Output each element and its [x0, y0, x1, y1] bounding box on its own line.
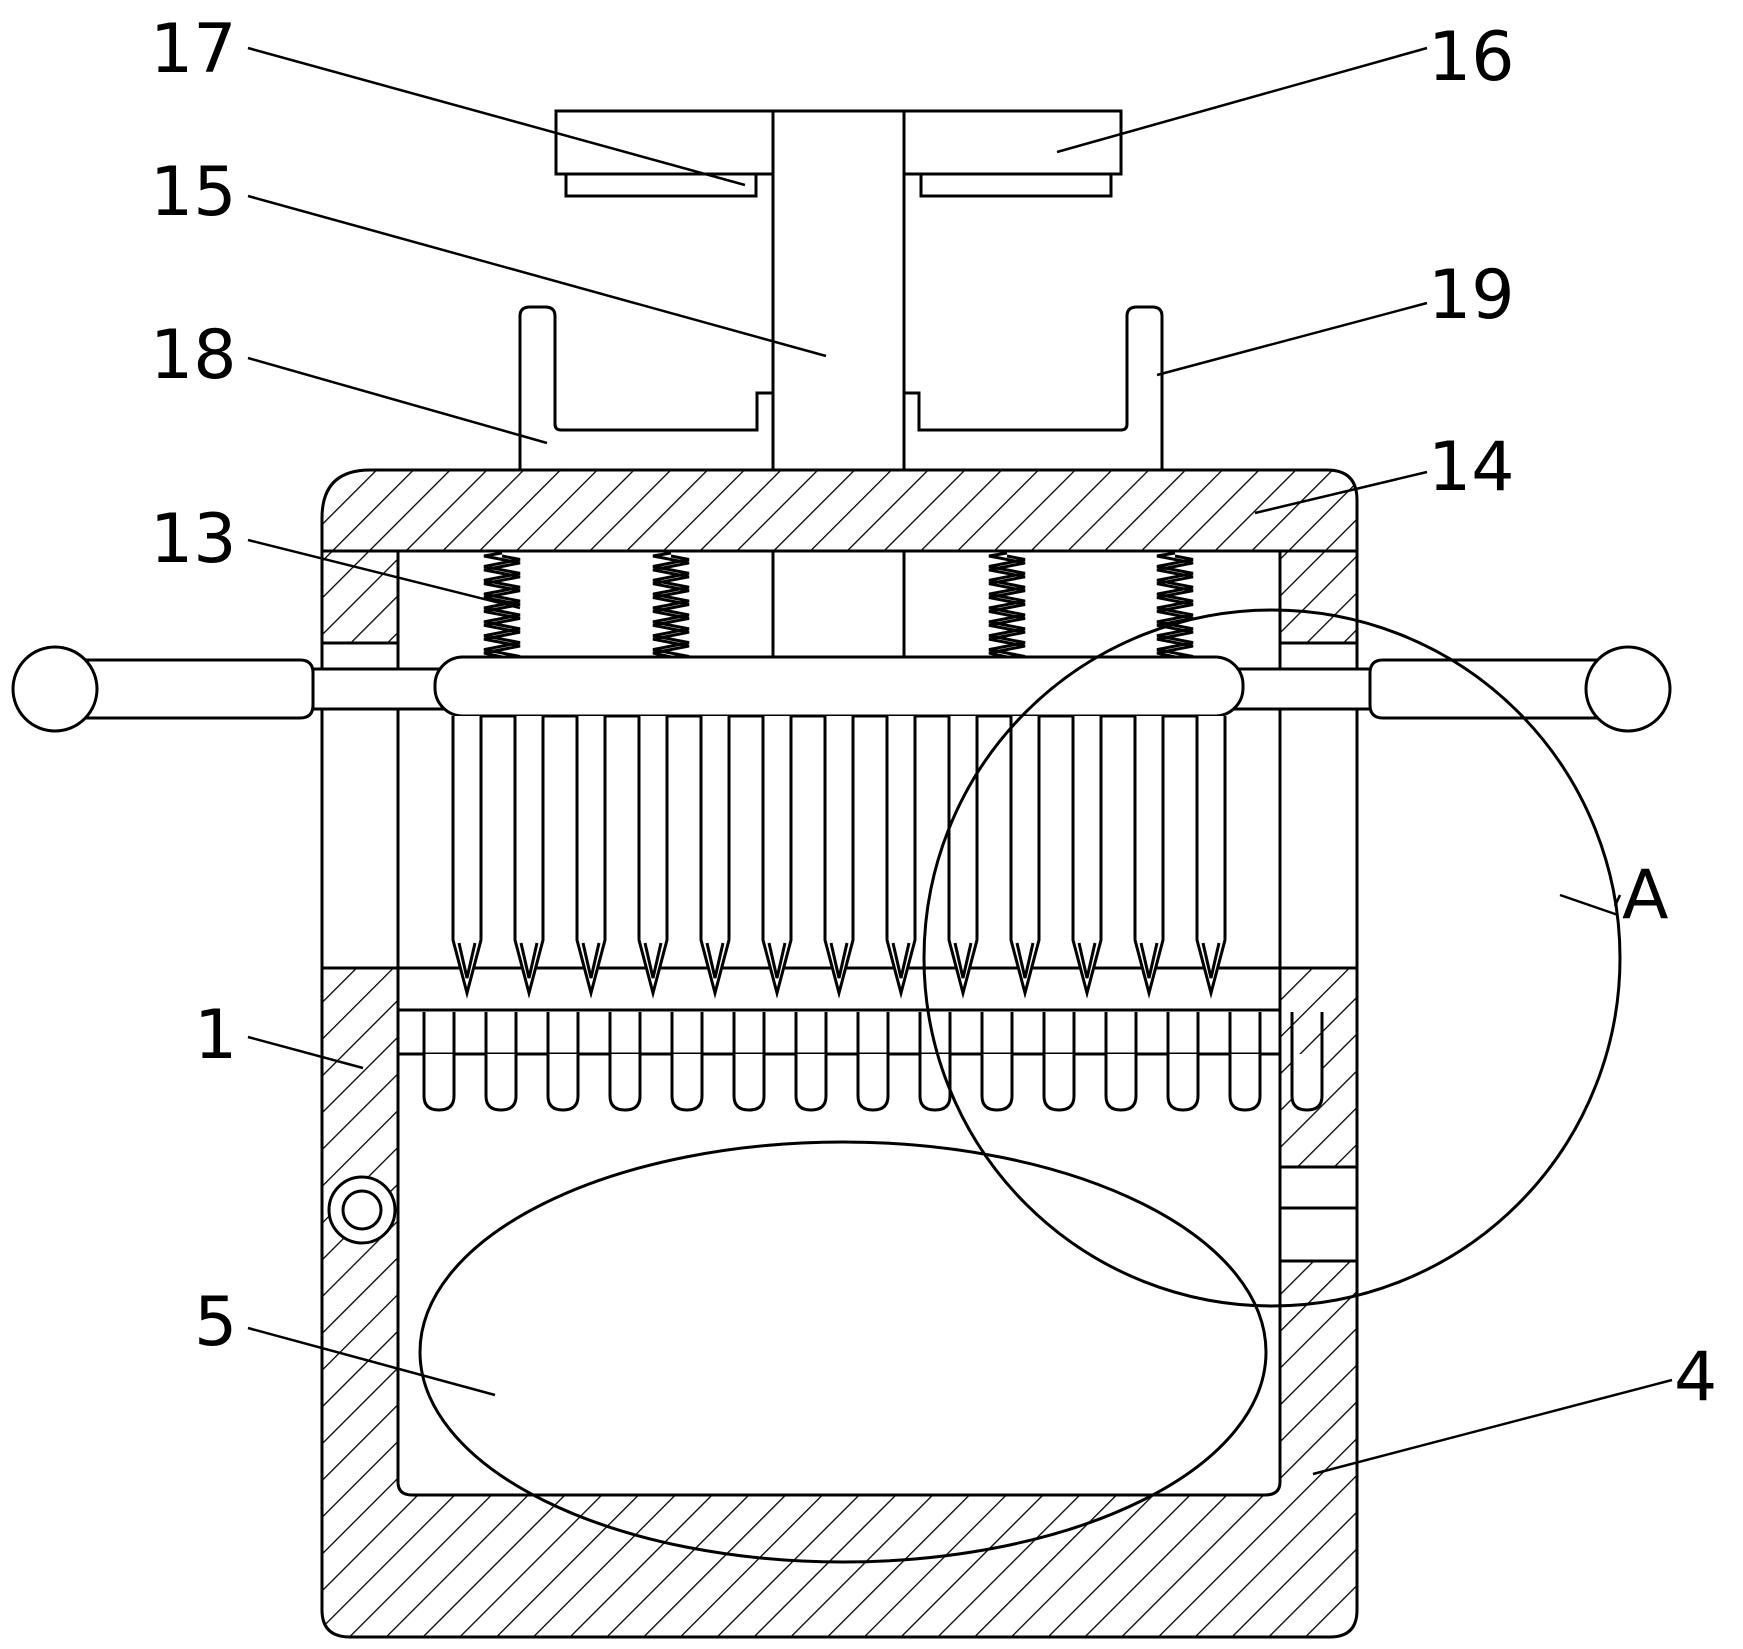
comb-tooth [1042, 1012, 1076, 1112]
needle [1009, 716, 1041, 999]
needle [761, 716, 793, 999]
side-knob [327, 1175, 397, 1245]
needle [513, 716, 545, 999]
central-shaft [771, 109, 906, 472]
reference-labels: 17 16 15 19 18 14 13 A 1 5 4 [150, 10, 1717, 1417]
comb-tooth [794, 1012, 828, 1112]
needle [823, 716, 855, 999]
label-5: 5 [194, 1283, 237, 1362]
label-18: 18 [150, 316, 237, 395]
label-17: 17 [150, 10, 237, 89]
needle [947, 716, 979, 999]
comb-tooth [856, 1012, 890, 1112]
housing-right-upper [1278, 549, 1359, 645]
central-shaft-lower [771, 549, 906, 659]
housing-lower-body [320, 966, 1359, 1639]
label-19: 19 [1428, 256, 1515, 335]
spring [483, 551, 521, 659]
spring [1156, 551, 1194, 659]
grip-pad-right [919, 172, 1113, 198]
needle [575, 716, 607, 999]
needle [699, 716, 731, 999]
comb-tooth [670, 1012, 704, 1112]
label-4: 4 [1674, 1338, 1717, 1417]
label-1: 1 [194, 996, 237, 1075]
needles [451, 716, 1227, 999]
needle [885, 716, 917, 999]
housing-left-upper [320, 549, 400, 645]
label-14: 14 [1428, 428, 1515, 507]
top-cap [320, 468, 1359, 553]
needle [1071, 716, 1103, 999]
comb-tooth [732, 1012, 766, 1112]
comb-tooth [608, 1012, 642, 1112]
comb-tooth [422, 1012, 456, 1112]
comb-tooth [1228, 1012, 1262, 1112]
side-port [1278, 1165, 1359, 1263]
comb-tooth [484, 1012, 518, 1112]
cross-bar [11, 645, 1672, 733]
label-13: 13 [150, 500, 237, 579]
label-a: A [1622, 856, 1669, 935]
label-15: 15 [150, 153, 237, 232]
spring [652, 551, 690, 659]
needle [1133, 716, 1165, 999]
comb-tooth [1104, 1012, 1138, 1112]
needle [451, 716, 483, 999]
needle [1195, 716, 1227, 999]
needle [637, 716, 669, 999]
handle-left-knob [11, 645, 99, 733]
comb-plate [396, 1008, 1324, 1112]
specimen-ellipse [418, 1140, 1268, 1564]
handle-left [80, 658, 315, 720]
hook-right [902, 305, 1164, 472]
hook-left [518, 305, 775, 472]
clamp-hooks [518, 305, 1164, 472]
detail-circle-a [922, 608, 1622, 1308]
needle-plate [433, 655, 1245, 718]
comb-tooth [546, 1012, 580, 1112]
springs [483, 551, 1194, 659]
handle-right-knob [1584, 645, 1672, 733]
leader-lines [247, 46, 1673, 1476]
spring [988, 551, 1026, 659]
grip-pad-left [564, 172, 758, 198]
label-16: 16 [1428, 18, 1515, 97]
comb-tooth [1290, 1012, 1324, 1112]
handle-right [1368, 658, 1610, 720]
comb-tooth [980, 1012, 1014, 1112]
comb-tooth [1166, 1012, 1200, 1112]
